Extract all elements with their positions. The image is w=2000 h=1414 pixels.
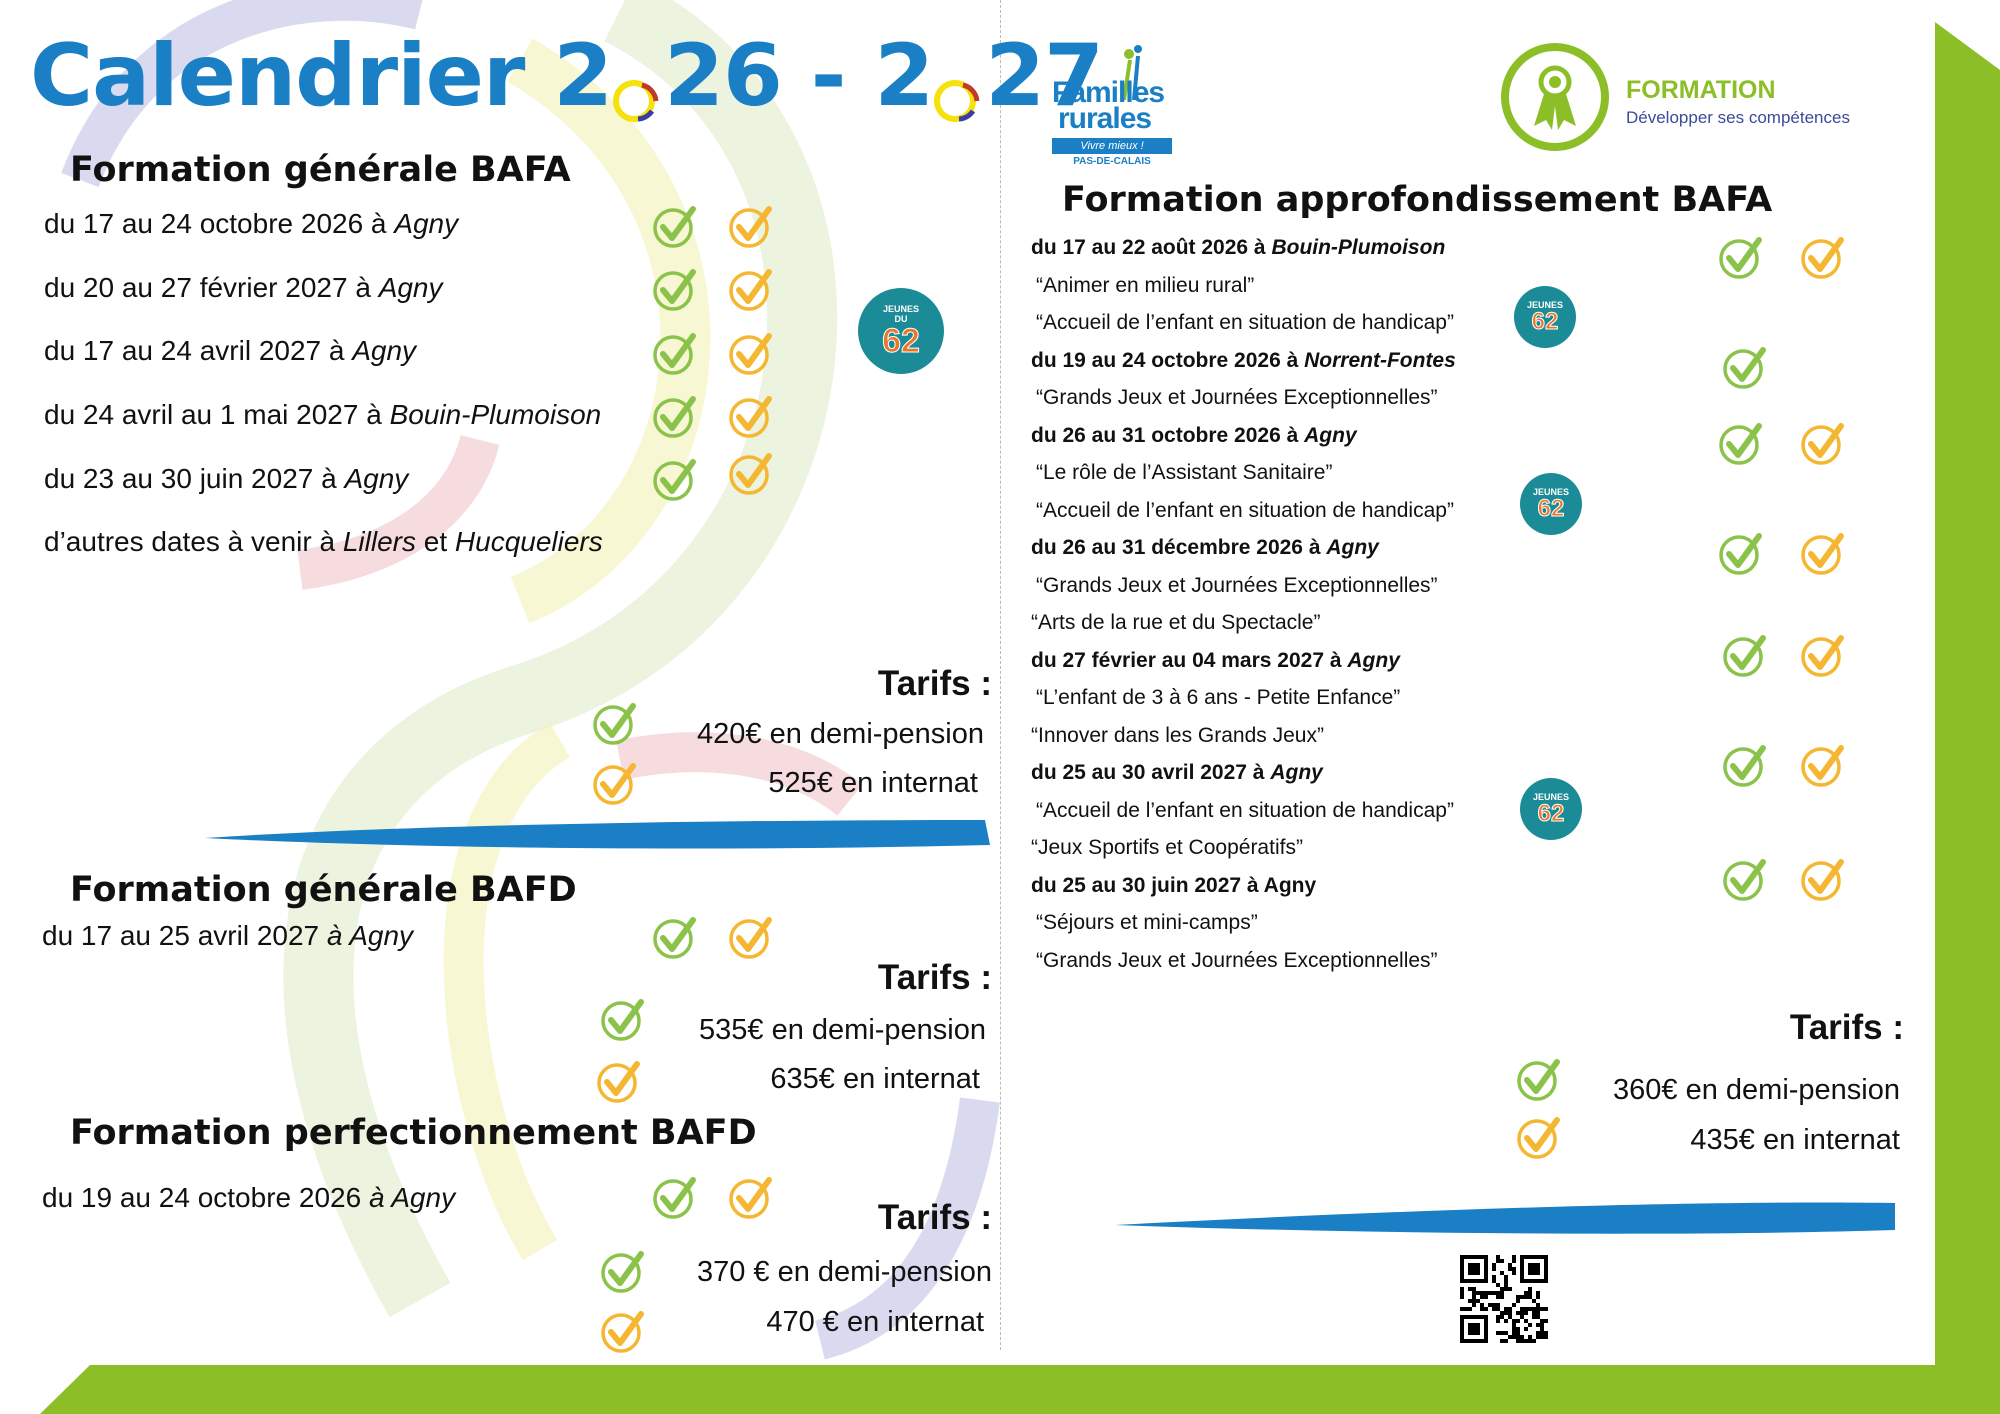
familles-rurales-line2: rurales <box>1058 102 1152 135</box>
appro-session-date: du 19 au 24 octobre 2026 à Norrent-Fonte… <box>1031 348 1456 372</box>
qr-code[interactable] <box>1460 1255 1548 1343</box>
check-orange-icon <box>1800 632 1846 678</box>
check-orange-icon <box>1516 1114 1562 1160</box>
check-orange-icon <box>728 914 774 960</box>
appro-session-date: du 27 février au 04 mars 2027 à Agny <box>1031 648 1400 672</box>
check-orange-icon <box>728 203 774 249</box>
check-green-icon <box>1722 344 1768 390</box>
bafa-date-row: du 17 au 24 octobre 2026 à Agny <box>44 208 459 239</box>
bafa-price-demi: 420€ en demi-pension <box>697 718 984 750</box>
bafd-perf-date-row: du 19 au 24 octobre 2026 à Agny <box>42 1182 456 1213</box>
check-green-icon <box>652 1174 698 1220</box>
appro-price-internat: 435€ en internat <box>1690 1124 1900 1156</box>
check-orange-icon <box>596 1058 642 1104</box>
check-green-icon <box>1722 742 1768 788</box>
appro-session-theme: “Grands Jeux et Journées Exceptionnelles… <box>1036 573 1438 597</box>
check-green-icon <box>652 330 698 376</box>
appro-session-date: du 26 au 31 octobre 2026 à Agny <box>1031 423 1357 447</box>
check-orange-icon <box>592 760 638 806</box>
check-green-icon <box>1722 632 1768 678</box>
check-green-icon <box>652 266 698 312</box>
appro-session-theme: “Accueil de l’enfant en situation de han… <box>1036 498 1454 522</box>
bafd-perf-price-internat: 470 € en internat <box>766 1306 984 1338</box>
appro-session-theme: “Accueil de l’enfant en situation de han… <box>1036 311 1454 334</box>
check-orange-icon <box>1800 234 1846 280</box>
bafd-tarifs-label: Tarifs : <box>877 958 992 997</box>
check-green-icon <box>1516 1056 1562 1102</box>
formation-award-icon <box>1500 42 1610 152</box>
bafd-price-demi: 535€ en demi-pension <box>699 1014 986 1046</box>
page-title: Calendrier 2 26 - 2 27 <box>30 26 1104 126</box>
check-orange-icon <box>728 266 774 312</box>
appro-session-date: du 25 au 30 avril 2027 à Agny <box>1031 761 1323 784</box>
bafd-generale-heading: Formation générale BAFD <box>70 870 577 910</box>
appro-session-theme: “Grands Jeux et Journées Exceptionnelles… <box>1036 948 1438 972</box>
bafd-date-row: du 17 au 25 avril 2027 à Agny <box>42 920 414 951</box>
bafa-date-row: du 23 au 30 juin 2027 à Agny <box>44 463 409 494</box>
check-orange-icon <box>728 330 774 376</box>
check-green-icon <box>652 456 698 502</box>
check-green-icon <box>652 393 698 439</box>
check-orange-icon <box>728 450 774 496</box>
page-divider <box>1000 0 1001 1350</box>
appro-session-theme: “Jeux Sportifs et Coopératifs” <box>1031 836 1303 859</box>
appro-session-theme: “Innover dans les Grands Jeux” <box>1031 723 1324 747</box>
check-orange-icon <box>1800 420 1846 466</box>
bafd-perf-tarifs-label: Tarifs : <box>877 1198 992 1237</box>
bafa-other-dates: d’autres dates à venir à Lillers et Hucq… <box>44 526 603 557</box>
appro-session-theme: “Grands Jeux et Journées Exceptionnelles… <box>1036 386 1438 409</box>
bafd-perf-heading: Formation perfectionnement BAFD <box>70 1113 757 1153</box>
check-orange-icon <box>600 1308 646 1354</box>
familles-rurales-mark-icon <box>1122 45 1142 101</box>
appro-session-date: du 26 au 31 décembre 2026 à Agny <box>1031 536 1379 559</box>
bafd-perf-price-demi: 370 € en demi-pension <box>696 1256 992 1288</box>
appro-tarifs-label: Tarifs : <box>1789 1008 1904 1047</box>
check-green-icon <box>600 996 646 1042</box>
appro-session-date: du 25 au 30 juin 2027 à Agny <box>1031 873 1317 897</box>
check-green-icon <box>1722 856 1768 902</box>
bafa-price-internat: 525€ en internat <box>768 767 978 799</box>
familles-rurales-region: PAS-DE-CALAIS <box>1073 156 1151 167</box>
appro-session-theme: “Séjours et mini-camps” <box>1036 911 1258 934</box>
bafa-date-row: du 17 au 24 avril 2027 à Agny <box>44 335 417 366</box>
bafa-generale-heading: Formation générale BAFA <box>70 150 571 190</box>
check-green-icon <box>1718 234 1764 280</box>
check-green-icon <box>652 914 698 960</box>
check-orange-icon <box>728 1174 774 1220</box>
check-orange-icon <box>1800 856 1846 902</box>
formation-title: FORMATION <box>1626 76 1776 104</box>
check-green-icon <box>652 203 698 249</box>
formation-subtitle: Développer ses compétences <box>1626 108 1850 127</box>
bafa-date-row: du 20 au 27 février 2027 à Agny <box>44 272 443 303</box>
check-orange-icon <box>1800 530 1846 576</box>
appro-session-theme: “Animer en milieu rural” <box>1036 273 1255 297</box>
check-green-icon <box>600 1248 646 1294</box>
bafa-appro-heading: Formation approfondissement BAFA <box>1062 180 1773 220</box>
bafa-tarifs-label: Tarifs : <box>877 664 992 703</box>
familles-rurales-line1: Familles <box>1052 76 1165 109</box>
check-green-icon <box>1718 530 1764 576</box>
check-green-icon <box>592 700 638 746</box>
appro-session-theme: “Le rôle de l’Assistant Sanitaire” <box>1036 461 1333 484</box>
check-green-icon <box>1718 420 1764 466</box>
appro-session-date: du 17 au 22 août 2026 à Bouin-Plumoison <box>1031 236 1446 259</box>
check-orange-icon <box>728 393 774 439</box>
check-orange-icon <box>1800 742 1846 788</box>
title-rings-icon <box>933 52 985 122</box>
appro-session-theme: “Arts de la rue et du Spectacle” <box>1031 611 1321 634</box>
appro-session-theme: “Accueil de l’enfant en situation de han… <box>1036 798 1454 822</box>
familles-rurales-logo: Familles rurales Vivre mieux ! PAS-DE-CA… <box>1050 40 1180 170</box>
appro-session-theme: “L’enfant de 3 à 6 ans - Petite Enfance” <box>1036 686 1401 709</box>
title-rings-icon <box>612 52 664 122</box>
appro-price-demi: 360€ en demi-pension <box>1613 1074 1900 1106</box>
bafd-price-internat: 635€ en internat <box>770 1063 980 1095</box>
familles-rurales-tagline: Vivre mieux ! <box>1052 138 1172 154</box>
bafa-date-row: du 24 avril au 1 mai 2027 à Bouin-Plumoi… <box>44 399 602 430</box>
